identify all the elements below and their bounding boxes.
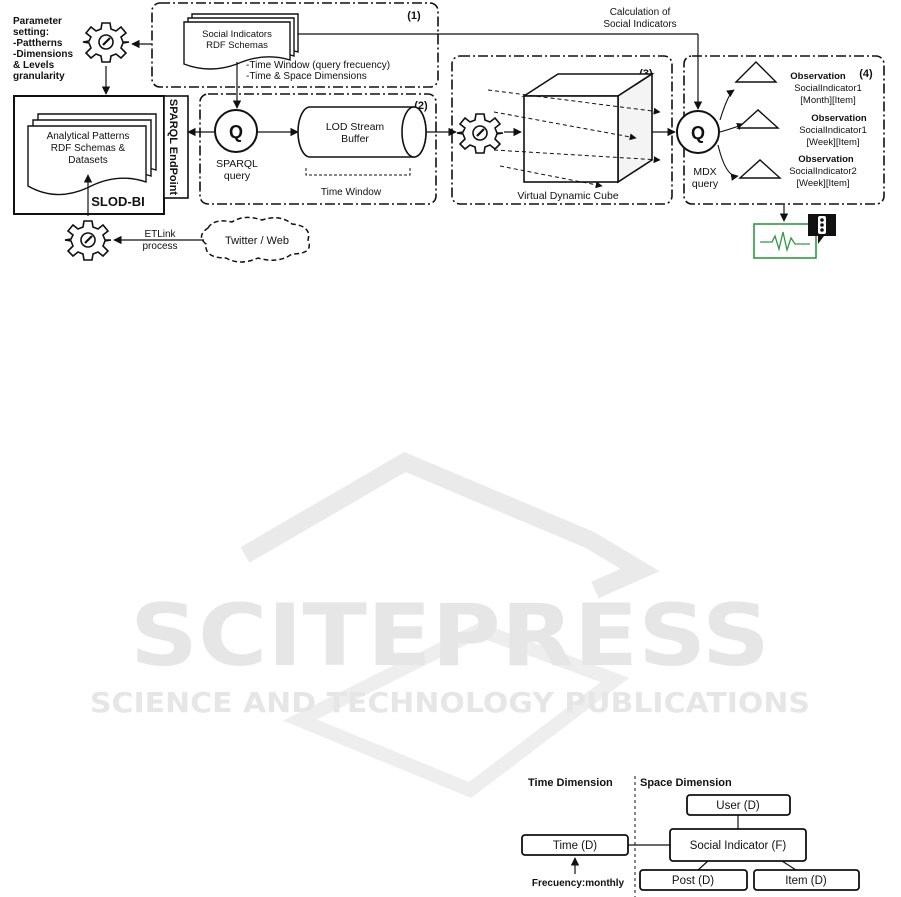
- section-1-note-dimensions: -Time & Space Dimensions: [246, 71, 367, 82]
- post-dimension-label: Post (D): [672, 875, 714, 887]
- traffic-light-badge-icon: [808, 214, 836, 244]
- section-2-frame: [199, 93, 437, 205]
- mdx-query-q: Q: [691, 123, 705, 143]
- section-1-number: (1): [407, 10, 421, 22]
- post-dimension-box: [639, 869, 748, 891]
- sparql-query-label-line2: query: [224, 170, 251, 182]
- time-dimension-header: Time Dimension: [528, 777, 613, 789]
- user-dimension-label: User (D): [716, 800, 760, 812]
- slod-bi-name: SLOD-BI: [91, 194, 144, 209]
- observation-1-line3: [Month][Item]: [800, 95, 855, 106]
- observation-3-line1: Observation: [798, 154, 854, 165]
- svg-text:-Pattherns: -Pattherns: [13, 38, 63, 49]
- cube-gear-icon: [455, 112, 505, 155]
- analytical-patterns-line1: Analytical Patterns: [47, 131, 130, 142]
- parameter-gear-icon: [81, 21, 131, 64]
- frequency-label: Frecuency:monthly: [532, 878, 625, 889]
- observation-3-line3: [Week][Item]: [796, 178, 849, 189]
- twitter-web-cloud: [200, 216, 310, 263]
- sparql-query-label-line1: SPARQL: [216, 158, 258, 170]
- mdx-query-label-line1: MDX: [693, 166, 716, 178]
- lod-stream-buffer-cylinder: [297, 106, 427, 158]
- watermark: SCITEPRESS SCIENCE AND TECHNOLOGY PUBLIC…: [90, 451, 810, 798]
- mdx-query-label-line2: query: [692, 178, 719, 190]
- sparql-query-node: [214, 109, 258, 153]
- social-indicators-doc-line1: Social Indicators: [202, 29, 272, 40]
- observation-2-line3: [Week][Item]: [806, 137, 859, 148]
- section-1-note-time-window: -Time Window (query frecuency): [246, 60, 390, 71]
- lod-stream-buffer-line1: LOD Stream: [326, 121, 385, 133]
- analytical-patterns-line3: Datasets: [68, 155, 107, 166]
- analytical-patterns-line2: RDF Schemas &: [51, 143, 126, 154]
- sparql-endpoint-box: [163, 95, 189, 199]
- virtual-cube-icon: [521, 72, 655, 184]
- mdx-query-node: [676, 110, 720, 154]
- sparql-endpoint-label: SPARQL EndPoint: [167, 99, 179, 195]
- observation-1-icon: [734, 61, 778, 83]
- social-indicator-fact-box: [669, 828, 807, 862]
- watermark-subtitle: SCIENCE AND TECHNOLOGY PUBLICATIONS: [90, 686, 810, 719]
- architecture-connectors: [83, 33, 789, 245]
- social-indicators-doc-icon: [183, 13, 299, 70]
- sparql-query-q: Q: [229, 122, 243, 142]
- schema-connectors: [628, 815, 797, 871]
- watermark-title: SCITEPRESS: [130, 586, 770, 686]
- observation-2-line1: Observation: [811, 113, 867, 124]
- svg-text:setting:: setting:: [13, 27, 49, 38]
- parameter-setting-label: Parameter setting: -Pattherns -Dimension…: [13, 16, 73, 82]
- item-dimension-label: Item (D): [785, 875, 827, 887]
- observation-1-line2: SocialIndicator1: [794, 83, 862, 94]
- section-4-number: (4): [859, 68, 873, 80]
- observation-3-line2: SocialIndicator2: [789, 166, 857, 177]
- etlink-gear-icon: [63, 219, 113, 262]
- time-dimension-label: Time (D): [553, 840, 597, 852]
- etlink-label-line1: ETLink: [144, 229, 176, 240]
- virtual-cube-label: Virtual Dynamic Cube: [517, 190, 619, 202]
- watermark-book-shape: [240, 451, 660, 599]
- time-window-label: Time Window: [321, 187, 382, 198]
- twitter-web-label: Twitter / Web: [225, 235, 289, 247]
- etlink-label-line2: process: [142, 241, 177, 252]
- observation-2-icon: [736, 109, 780, 129]
- observation-3-icon: [738, 159, 782, 179]
- space-dimension-header: Space Dimension: [640, 777, 732, 789]
- svg-text:granularity: granularity: [13, 71, 65, 82]
- calculation-label-line2: Social Indicators: [603, 19, 676, 30]
- time-dimension-box: [521, 834, 629, 856]
- lod-stream-buffer-line2: Buffer: [341, 133, 369, 145]
- monitor-wave-icon: [760, 231, 810, 253]
- observation-1-line1: Observation: [790, 71, 846, 82]
- analytical-patterns-doc-icon: [27, 113, 157, 196]
- svg-text:-Dimensions: -Dimensions: [13, 49, 73, 60]
- watermark-book-lower: [283, 622, 630, 798]
- item-dimension-box: [753, 869, 860, 891]
- observation-2-line2: SocialIndicator1: [799, 125, 867, 136]
- cube-flow-lines: [487, 89, 661, 189]
- time-window-bracket: [305, 168, 411, 176]
- svg-text:& Levels: & Levels: [13, 60, 55, 71]
- user-dimension-box: [686, 794, 791, 816]
- social-indicators-doc-line2: RDF Schemas: [206, 40, 268, 51]
- section-1-frame: [151, 2, 439, 88]
- svg-text:Parameter: Parameter: [13, 16, 62, 27]
- calculation-label-line1: Calculation of: [610, 7, 671, 18]
- social-indicator-fact-label: Social Indicator (F): [690, 840, 787, 852]
